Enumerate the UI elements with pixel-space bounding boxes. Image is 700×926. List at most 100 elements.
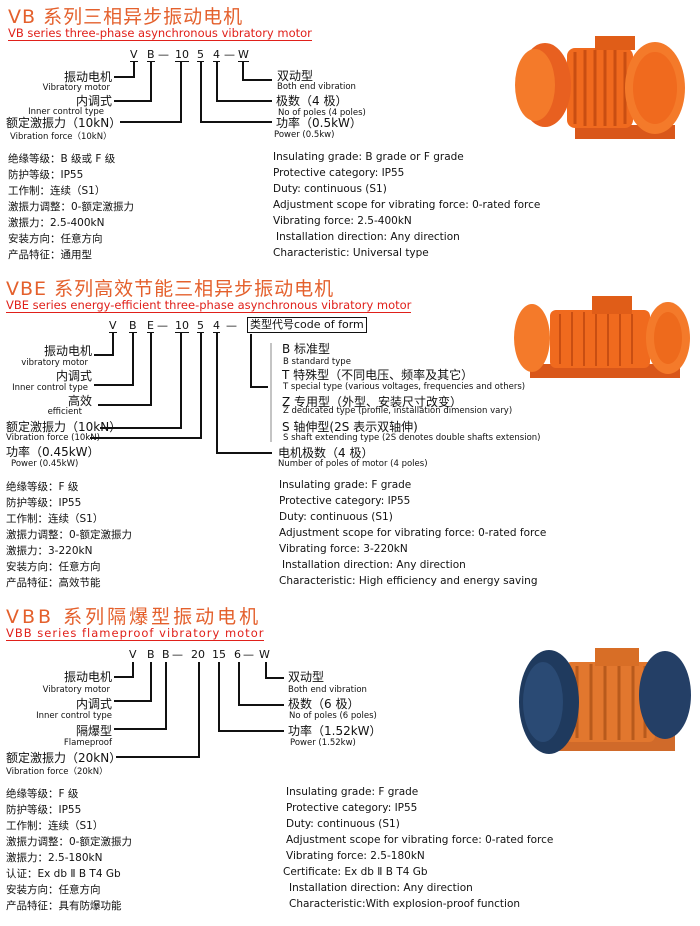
spec-cn: 工作制：连续（S1） — [6, 513, 104, 525]
spec-cn: 激振力：2.5-180kN — [6, 852, 103, 864]
label-en: Power (0.5kw) — [274, 130, 335, 140]
label-en: Both end vibration — [277, 82, 356, 92]
code-dash: — — [243, 648, 254, 661]
code-char: 10 — [175, 48, 189, 62]
code-dash: — — [158, 48, 169, 61]
code-char: E — [147, 319, 154, 333]
spec-en: Characteristic: High efficiency and ener… — [279, 575, 538, 587]
vbe-motor-image — [514, 296, 690, 378]
spec-en: Insulating grade: B grade or F grade — [273, 151, 464, 163]
spec-cn: 防护等级：IP55 — [6, 497, 82, 509]
label-en: Flameproof — [63, 738, 112, 748]
label-cn: 额定激振力（10kN） — [6, 116, 122, 130]
label-cn: 额定激振力（20kN） — [6, 751, 122, 765]
spec-cn: 防护等级：IP55 — [6, 804, 82, 816]
vbe-title: VBE 系列高效节能三相异步振动电机 — [6, 278, 335, 300]
label-cn: 内调式 — [55, 369, 92, 383]
spec-cn: 安装方向：任意方向 — [8, 233, 103, 245]
label-cn: 功率（1.52kW） — [288, 724, 382, 738]
spec-en: Protective category: IP55 — [279, 495, 411, 507]
label-cn: 极数（6 极） — [288, 697, 360, 711]
form-code-box: 类型代号code of form — [247, 317, 367, 333]
type-cn: T 特殊型（不同电压、频率及其它） — [282, 368, 474, 382]
spec-en: Duty: continuous (S1) — [286, 818, 400, 830]
spec-cn: 绝缘等级：F 级 — [6, 481, 79, 493]
label-en: Number of poles of motor (4 poles) — [278, 459, 428, 469]
code-char: V — [130, 48, 138, 62]
type-cn: S 轴伸型(2S 表示双轴伸) — [282, 420, 418, 434]
code-char: B — [147, 648, 155, 661]
vb-subtitle: VB series three-phase asynchronous vibra… — [8, 26, 312, 41]
spec-cn: 产品特征：具有防爆功能 — [6, 900, 122, 912]
spec-cn: 激振力调整：0-额定激振力 — [6, 836, 132, 848]
code-char: V — [109, 319, 117, 333]
code-dash: — — [224, 48, 235, 61]
spec-cn: 认证：Ex db Ⅱ B T4 Gb — [6, 868, 121, 880]
spec-en: Insulating grade: F grade — [286, 786, 419, 798]
label-en: efficient — [47, 407, 82, 417]
code-char: 5 — [197, 48, 204, 62]
code-char: 5 — [197, 319, 204, 333]
spec-cn: 产品特征：通用型 — [8, 249, 92, 261]
code-char: V — [129, 648, 137, 661]
label-cn: 额定激振力（10kN） — [6, 420, 122, 434]
label-en: Power (1.52kw) — [290, 738, 356, 748]
type-en: B standard type — [283, 357, 351, 367]
label-cn: 高效 — [67, 394, 92, 408]
spec-en: Certificate: Ex db Ⅱ B T4 Gb — [283, 866, 428, 878]
spec-en: Vibrating force: 3-220kN — [279, 543, 408, 555]
code-char: 15 — [212, 648, 226, 661]
code-char: 4 — [213, 48, 220, 62]
label-cn: 双动型 — [288, 670, 325, 684]
vb-title: VB 系列三相异步振动电机 — [8, 6, 244, 28]
code-dash: — — [172, 648, 183, 661]
label-cn: 电机极数（4 极） — [278, 446, 374, 460]
vbb-title: VBB 系列隔爆型振动电机 — [6, 606, 262, 628]
label-en: vibratory motor — [21, 358, 88, 368]
code-char: B — [129, 319, 137, 333]
code-char: B — [147, 48, 155, 62]
spec-en: Insulating grade: F grade — [279, 479, 412, 491]
label-cn: 功率（0.45kW） — [6, 445, 100, 459]
code-dash: — — [157, 319, 168, 332]
spec-cn: 激振力：3-220kN — [6, 545, 93, 557]
code-char: W — [259, 648, 270, 661]
spec-cn: 安装方向：任意方向 — [6, 561, 101, 573]
label-en: Vibration force (10kN) — [6, 433, 100, 443]
spec-cn: 绝缘等级：B 级或 F 级 — [8, 153, 116, 165]
spec-en: Characteristic: Universal type — [273, 247, 429, 259]
label-en: Vibratory motor — [42, 685, 110, 695]
label-en: Inner control type — [12, 383, 88, 393]
code-char: 20 — [191, 648, 205, 661]
type-cn: Z 专用型（外型、安装尺寸改变） — [282, 395, 463, 409]
code-char: 10 — [175, 319, 189, 333]
spec-en: Adjustment scope for vibrating force: 0-… — [273, 199, 541, 211]
spec-en: Installation direction: Any direction — [289, 882, 473, 894]
code-char: 4 — [213, 319, 220, 333]
label-en: Power (0.45kW) — [11, 459, 79, 469]
label-en: No of poles (4 poles) — [278, 108, 366, 118]
type-en: S shaft extending type (2S denotes doubl… — [283, 433, 541, 443]
label-cn: 振动电机 — [63, 670, 112, 684]
spec-en: Vibrating force: 2.5-400kN — [273, 215, 412, 227]
label-en: No of poles (6 poles) — [289, 711, 377, 721]
spec-cn: 工作制：连续（S1） — [8, 185, 106, 197]
label-en: Both end vibration — [288, 685, 367, 695]
type-en: T special type (various voltages, freque… — [283, 382, 526, 392]
spec-en: Vibrating force: 2.5-180kN — [286, 850, 425, 862]
label-en: Inner control type — [36, 711, 112, 721]
vbe-subtitle: VBE series energy-efficient three-phase … — [6, 298, 412, 313]
label-cn: 内调式 — [75, 94, 112, 108]
label-en: Vibratory motor — [42, 83, 110, 93]
spec-cn: 激振力调整：0-额定激振力 — [8, 201, 134, 213]
spec-cn: 工作制：连续（S1） — [6, 820, 104, 832]
spec-cn: 防护等级：IP55 — [8, 169, 84, 181]
label-cn: 振动电机 — [43, 344, 92, 358]
spec-cn: 绝缘等级：F 级 — [6, 788, 79, 800]
spec-en: Adjustment scope for vibrating force: 0-… — [279, 527, 547, 539]
label-en: Inner control type — [28, 107, 104, 117]
label-cn: 极数（4 极） — [276, 94, 348, 108]
code-char: W — [238, 48, 249, 62]
spec-en: Protective category: IP55 — [273, 167, 405, 179]
